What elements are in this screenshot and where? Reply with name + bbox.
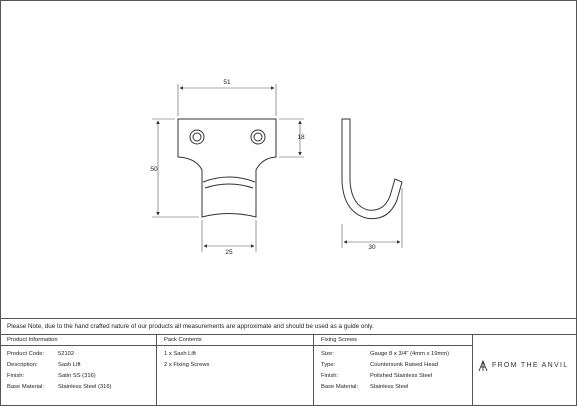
spec-table: Product Information Product Code: 52102 … [0, 335, 577, 406]
dimension-width-top [177, 84, 277, 116]
measurement-note: Please Note, due to the hand crafted nat… [0, 318, 577, 335]
dimension-hook-depth-label: 30 [368, 244, 376, 251]
product-information-column: Product Information Product Code: 52102 … [0, 335, 156, 406]
dimension-height-plate [279, 118, 304, 158]
base-material-label: Base Material: [7, 384, 45, 390]
side-view [341, 118, 403, 220]
screw-size-value: Gauge 8 x 3/4" (4mm x 19mm) [370, 351, 450, 357]
finish-value: Satin SS (316) [58, 373, 96, 379]
pack-item: 2 x Fixing Screws [164, 362, 210, 368]
fixing-screws-column: Fixing Screws Size: Gauge 8 x 3/4" (4mm … [314, 335, 472, 406]
screw-finish-label: Finish: [321, 373, 339, 379]
front-view [177, 118, 277, 218]
dimension-width-top-label: 51 [223, 79, 231, 86]
dimension-hook-depth [341, 188, 403, 248]
anvil-logo-icon [478, 360, 488, 372]
hook-lip-inner [204, 183, 254, 189]
product-information-heading: Product Information [0, 335, 156, 346]
finish-label: Finish: [7, 373, 25, 379]
pack-contents-column: Pack Contents 1 x Sash Lift 2 x Fixing S… [157, 335, 313, 406]
dimension-height-total [152, 118, 199, 218]
dimension-height-plate-label: 18 [297, 134, 305, 141]
dimension-width-bottom [201, 220, 257, 252]
description-label: Description: [7, 362, 38, 368]
screw-type-value: Countersunk Raised Head [370, 362, 438, 368]
dimension-height-total-label: 50 [150, 166, 158, 173]
dimension-width-bottom-label: 25 [225, 249, 233, 256]
brand-name: FROM THE ANVIL [492, 362, 569, 369]
technical-drawing: 51 50 18 25 30 [150, 79, 403, 256]
description-value: Sash Lift [58, 362, 81, 368]
screw-material-value: Stainless Steel [370, 384, 409, 390]
hook-profile [341, 118, 403, 220]
sash-lift-outline [177, 118, 277, 218]
screw-type-label: Type: [321, 362, 336, 368]
screw-hole-right [250, 129, 266, 145]
screw-material-label: Base Material: [321, 384, 359, 390]
pack-item: 1 x Sash Lift [164, 351, 196, 357]
divider [472, 335, 473, 406]
base-material-value: Stainless Steel (316) [58, 384, 112, 390]
screw-finish-value: Polished Stainless Steel [370, 373, 433, 379]
product-code-label: Product Code: [7, 351, 45, 357]
screw-hole-left [189, 129, 205, 145]
hook-lip [202, 176, 256, 183]
divider [156, 335, 157, 406]
product-code-value: 52102 [58, 351, 75, 357]
screw-size-label: Size: [321, 351, 334, 357]
divider [313, 335, 314, 406]
fixing-screws-heading: Fixing Screws [314, 335, 472, 346]
pack-contents-heading: Pack Contents [157, 335, 313, 346]
